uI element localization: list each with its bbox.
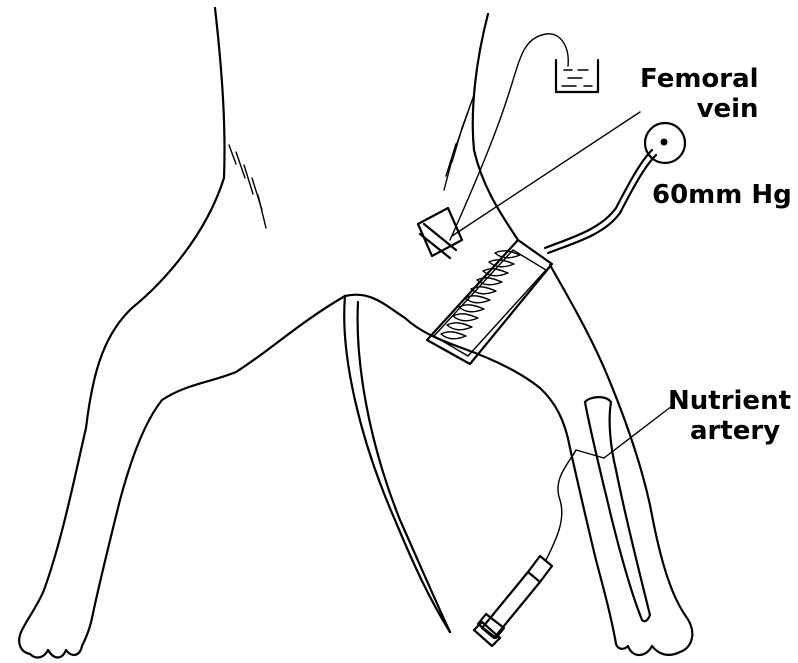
pressure-label: 60mm Hg	[652, 180, 792, 210]
cuff-coils	[441, 251, 520, 339]
left-hair-marks	[229, 145, 266, 228]
nutrient-artery-label-line1: Nutrient	[668, 386, 791, 416]
pressure-cuff	[427, 240, 552, 364]
fluid-reservoir	[556, 60, 598, 92]
nutrient-artery-leader	[604, 406, 672, 458]
nutrient-artery-label-line2: artery	[668, 416, 791, 446]
syringe	[474, 450, 604, 646]
pressure-gauge	[645, 123, 685, 163]
nutrient-artery-label: Nutrient artery	[668, 386, 791, 446]
reservoir-tube	[450, 34, 568, 240]
gauge-tubing	[545, 150, 656, 253]
femoral-vein-label-line2: vein	[640, 94, 759, 124]
tail	[344, 295, 462, 632]
femoral-vein-label: Femoral vein	[640, 64, 759, 124]
right-hair-marks	[444, 95, 474, 190]
left-leg	[19, 8, 345, 658]
femoral-vein-label-line1: Femoral	[640, 64, 759, 94]
